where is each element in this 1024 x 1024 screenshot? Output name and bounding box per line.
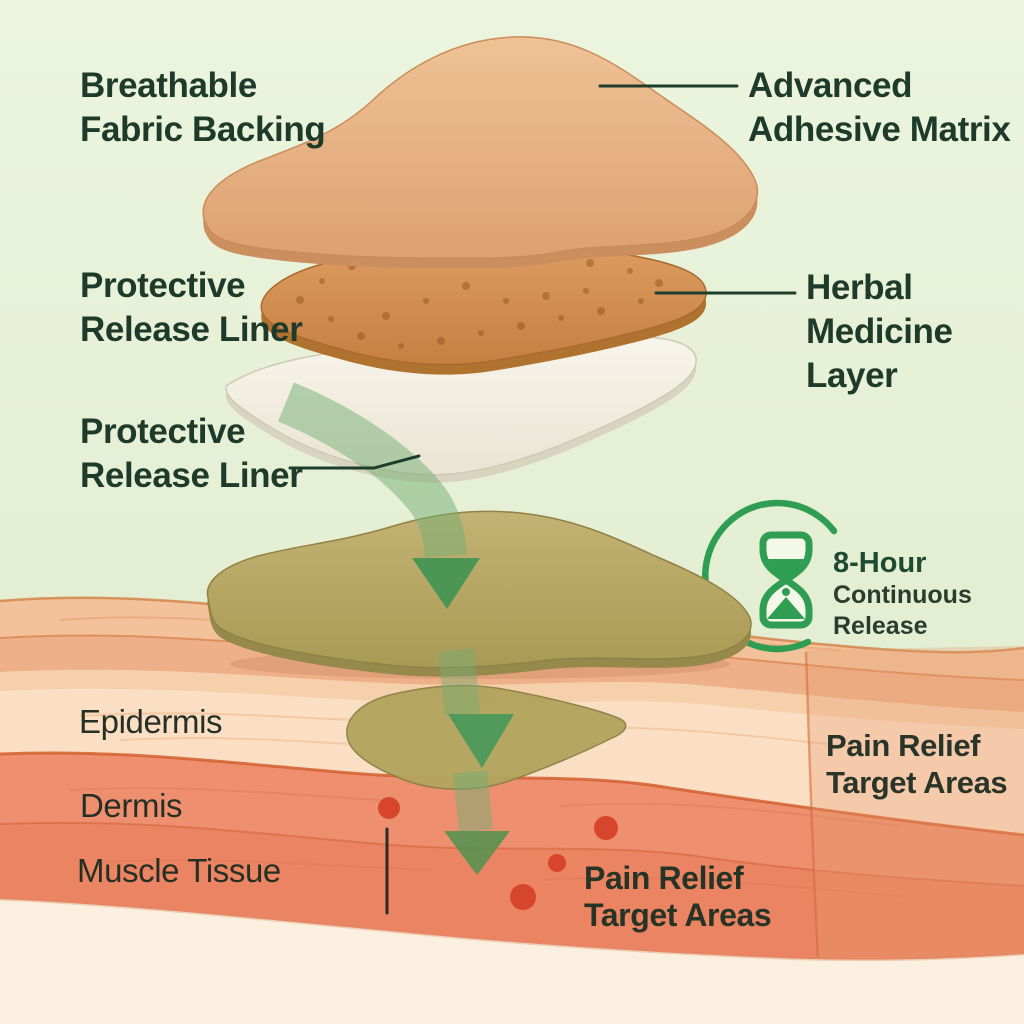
label-epidermis: Epidermis [79,703,223,740]
label-muscle-tissue: Muscle Tissue [77,852,281,889]
label-line: Medicine [806,312,953,351]
label-line: Layer [806,356,898,395]
label-fabric-backing: Breathable Fabric Backing [80,64,326,152]
label-line: Breathable [80,66,257,105]
badge-text-block: 8-Hour Continuous Release [833,546,972,642]
target-dot [548,854,566,872]
applied-patch [206,510,752,679]
badge-line-3: Release [833,612,928,640]
label-line: Fabric Backing [80,110,326,149]
flow-ribbon-mid [438,648,480,716]
label-pain-relief-side: Pain Relief Target Areas [826,727,1008,801]
arrowhead-in-muscle [444,831,510,875]
label-release-liner-top: Protective Release Liner [80,264,303,352]
label-line: Target Areas [826,765,1008,800]
skin-corner-edge [804,651,820,958]
leader-lines [288,84,797,915]
skin-bottom-edge [0,897,1024,962]
eight-hour-badge [702,499,838,653]
label-line: Protective [80,412,246,451]
label-line: Target Areas [584,897,772,933]
release-flow-arrows [277,382,514,875]
badge-title: 8-Hour [833,547,927,579]
skin-cross-section [0,596,1024,1024]
badge-circle [702,499,838,653]
label-adhesive-matrix: Advanced Adhesive Matrix [748,64,1011,152]
arrowhead-in-epidermis [448,714,514,768]
label-line: Protective [80,266,246,305]
label-line: Advanced [748,66,913,105]
flow-ribbon-curved [277,382,467,558]
label-dermis: Dermis [80,787,183,824]
applied-patch-top [206,510,752,669]
fabric-backing-layer [202,36,759,269]
hourglass-icon [759,531,813,629]
arrowhead-on-patch [412,558,480,609]
target-dot [510,884,536,910]
label-line: Release Liner [80,456,303,495]
label-line: Herbal [806,268,913,307]
label-pain-relief-deep: Pain Relief Target Areas [584,860,772,934]
label-release-liner-bottom: Protective Release Liner [80,410,303,498]
label-herbal-layer: Herbal Medicine Layer [806,266,953,398]
pain-target-dots [378,797,618,910]
label-line: Adhesive Matrix [748,110,1011,149]
flow-ribbon-deep [453,770,493,833]
label-line: Pain Relief [584,860,744,896]
below-skin-cream [0,899,1024,1024]
label-line: Pain Relief [826,728,981,763]
badge-line-2: Continuous [833,581,972,609]
target-dot [594,816,618,840]
herbal-medicine-layer [260,242,707,375]
label-line: Release Liner [80,310,303,349]
muscle-edge [0,821,1024,887]
leader-release-liner [288,454,421,470]
skin-side-face [806,646,1024,959]
target-dot [378,797,400,819]
fabric-backing-top [202,36,759,259]
